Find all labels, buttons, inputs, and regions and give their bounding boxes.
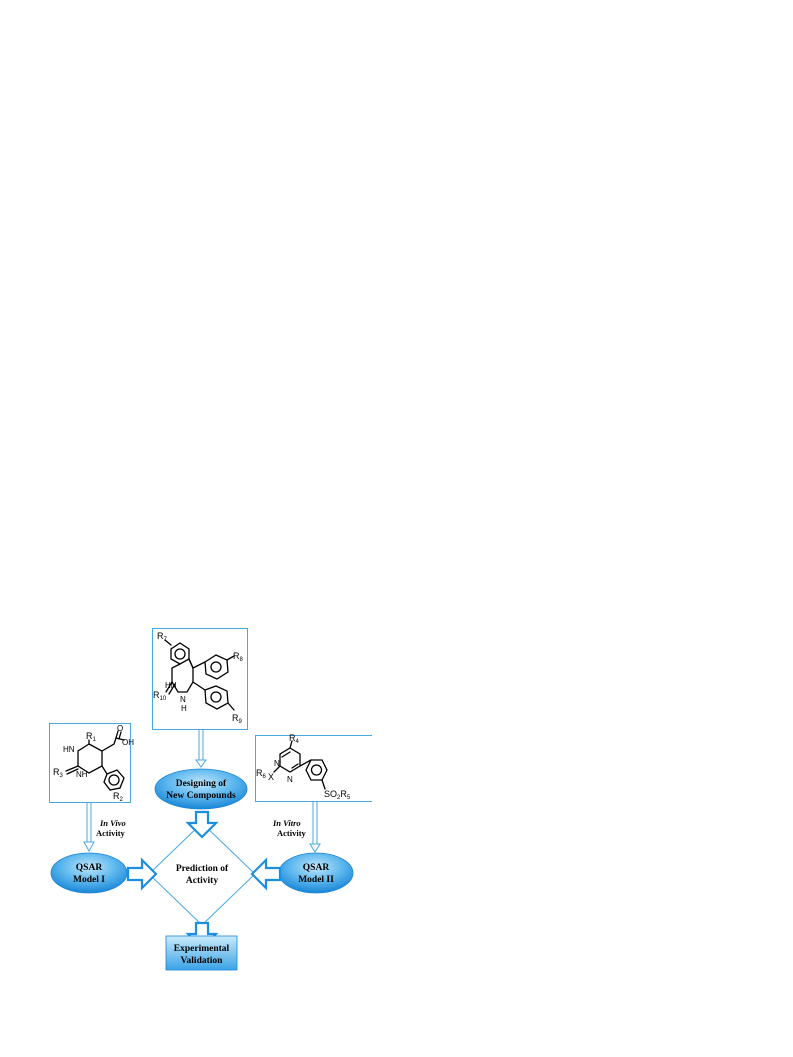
- right-r4-label: R4: [289, 733, 300, 745]
- left-nh-label: NH: [76, 770, 88, 779]
- validation-line1: Experimental: [174, 944, 230, 954]
- prediction-line2: Activity: [186, 876, 218, 886]
- center-structure-frame: [152, 628, 248, 730]
- center-h-label: H: [181, 704, 187, 713]
- left-oh-label: OH: [122, 738, 134, 747]
- designing-line1: Designing of: [176, 779, 227, 789]
- qsar1-line1: QSAR: [76, 863, 103, 873]
- right-structure-panel: R4 N N R6 X SO2R5: [255, 733, 372, 802]
- arrow-qsar2-to-prediction: [250, 857, 282, 891]
- in-vitro-connector: [309, 801, 321, 853]
- left-structure-panel: R1 HN NH O OH R3 R2: [49, 723, 134, 803]
- in-vitro-label: In Vitro: [272, 818, 301, 828]
- in-vivo-label: In Vivo: [99, 818, 126, 828]
- designing-line2: New Compounds: [166, 791, 236, 801]
- prediction-node: Prediction of Activity: [148, 822, 256, 926]
- arrow-designing-to-prediction: [185, 810, 219, 839]
- in-vitro-activity-label: Activity: [277, 828, 307, 838]
- in-vivo-activity-label: Activity: [96, 828, 126, 838]
- qsar1-line2: Model I: [73, 875, 105, 885]
- left-molecule: [65, 730, 125, 791]
- in-vivo-connector: [83, 802, 95, 853]
- center-connector: [195, 729, 207, 768]
- center-r7-label: R7: [157, 631, 168, 643]
- center-molecule: [164, 639, 235, 711]
- qsar-model-1-node: QSAR Model I: [50, 852, 128, 894]
- qsar-model-2-node: QSAR Model II: [278, 852, 354, 894]
- right-molecule: [273, 740, 328, 790]
- validation-node: Experimental Validation: [165, 935, 238, 971]
- qsar2-line2: Model II: [298, 875, 334, 885]
- center-hn-label: HN: [165, 681, 177, 690]
- validation-line2: Validation: [181, 956, 224, 966]
- left-r2-label: R2: [113, 791, 124, 803]
- center-r10-label: R10: [153, 690, 167, 702]
- left-hn-label: HN: [63, 745, 75, 754]
- designing-node: Designing of New Compounds: [154, 768, 248, 810]
- left-o-label: O: [117, 724, 123, 733]
- prediction-line1: Prediction of: [176, 864, 229, 874]
- right-n2-label: N: [287, 775, 293, 784]
- right-structure-frame: [255, 735, 372, 802]
- arrow-qsar1-to-prediction: [126, 857, 158, 891]
- right-so2r5-label: SO2R5: [324, 789, 351, 801]
- center-n-label: N: [180, 695, 186, 704]
- center-r8-label: R8: [233, 651, 244, 663]
- center-structure-panel: R7 R8 R9 HN N H R10: [152, 628, 248, 730]
- center-r9-label: R9: [232, 713, 243, 725]
- qsar2-line1: QSAR: [303, 863, 330, 873]
- left-r3-label: R3: [53, 767, 64, 779]
- right-n1-label: N: [274, 759, 280, 768]
- right-x-label: X: [268, 772, 274, 782]
- right-r6-label: R6: [256, 768, 267, 780]
- left-r1-label: R1: [86, 731, 97, 743]
